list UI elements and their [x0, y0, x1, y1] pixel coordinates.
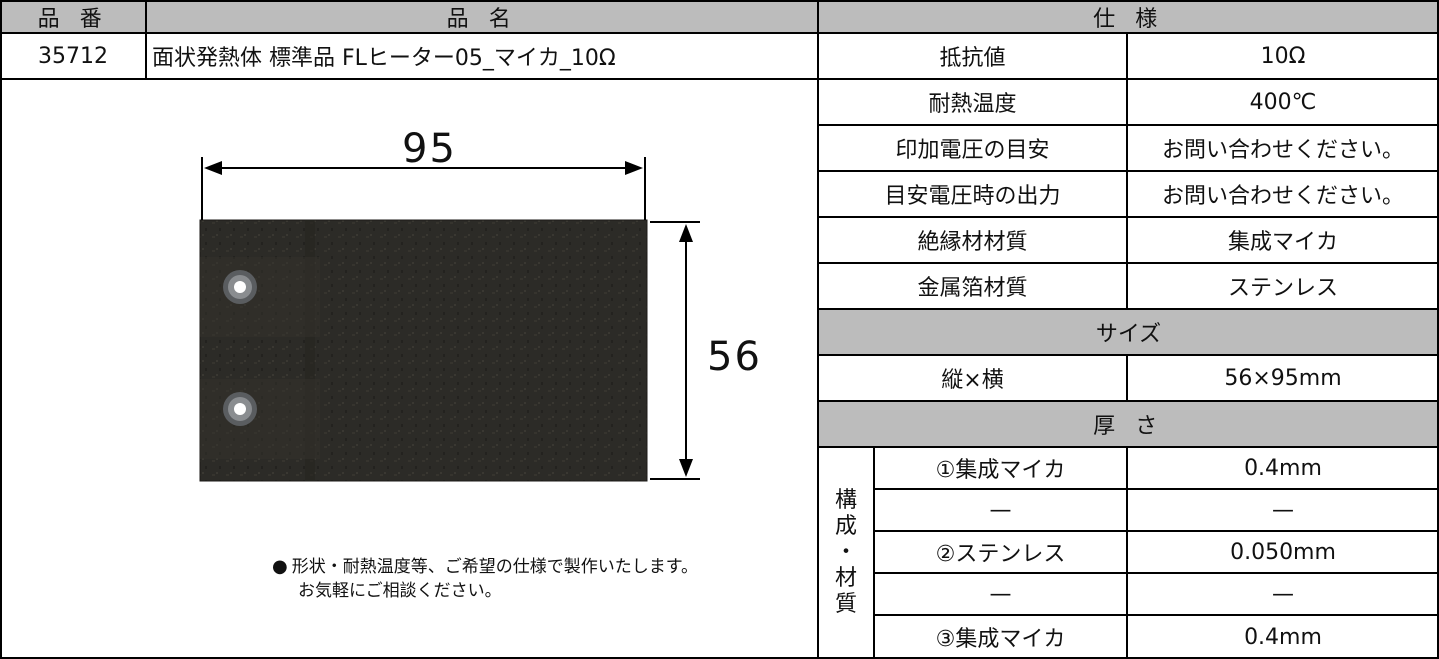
grid-line: [873, 447, 875, 659]
grid-line: [1126, 355, 1128, 401]
thickness-section-header: 厚 さ: [818, 401, 1439, 447]
grid-line: [817, 0, 819, 659]
layer-value: —: [1272, 581, 1294, 607]
terminal-hole-icon: [223, 392, 257, 426]
custom-order-note: ●形状・耐熱温度等、ご希望の仕様で製作いたします。 お気軽にご相談ください。: [272, 555, 698, 603]
grid-line: [818, 124, 1439, 126]
spec-value-foil: ステンレス: [1227, 276, 1338, 301]
spec-value-output: お問い合わせください。: [1161, 184, 1404, 209]
spec-value-insulation: 集成マイカ: [1227, 230, 1338, 255]
composition-char: 材: [834, 566, 857, 591]
header-specifications: 仕 様: [818, 0, 1439, 33]
layer-label: ③集成マイカ: [935, 627, 1066, 652]
grid-line: [818, 354, 1439, 356]
layer-value: —: [1272, 497, 1294, 523]
grid-line: [818, 262, 1439, 264]
note-line-1: 形状・耐熱温度等、ご希望の仕様で製作いたします。: [291, 557, 699, 577]
grid-line: [1437, 0, 1439, 659]
spec-value-applied-voltage: お問い合わせください。: [1161, 138, 1404, 163]
grid-line: [818, 216, 1439, 218]
grid-line: [818, 308, 1439, 310]
size-section-header: サイズ: [818, 309, 1439, 355]
grid-line: [874, 614, 1439, 616]
layer-label: ②ステンレス: [935, 542, 1066, 567]
grid-line: [818, 78, 1439, 80]
layer-value: 0.050mm: [1230, 539, 1336, 565]
header-part-number: 品 番: [0, 0, 146, 33]
height-dimension-line: [650, 221, 700, 480]
bullet-icon: ●: [272, 556, 288, 577]
grid-line: [0, 78, 818, 80]
composition-char: ・: [834, 540, 857, 565]
size-label: 縦×横: [941, 368, 1004, 393]
height-dimension-label: 56: [707, 334, 762, 380]
part-number-value: 35712: [38, 43, 108, 69]
spec-value-resistance: 10Ω: [1260, 43, 1306, 69]
composition-char: 質: [834, 592, 857, 617]
grid-line: [145, 0, 147, 79]
layer-value: 0.4mm: [1244, 624, 1322, 650]
grid-line: [1126, 33, 1128, 309]
grid-line: [818, 446, 1439, 448]
size-value: 56×95mm: [1224, 365, 1342, 391]
grid-line: [0, 0, 1439, 2]
layer-label: —: [989, 497, 1012, 523]
product-name-value: 面状発熱体 標準品 FLヒーター05_マイカ_10Ω: [152, 46, 616, 71]
grid-line: [874, 488, 1439, 490]
spec-label-resistance: 抵抗値: [939, 46, 1006, 71]
width-dimension-line: [201, 157, 646, 220]
grid-line: [818, 400, 1439, 402]
composition-char: 成: [834, 514, 857, 539]
heater-figure: [199, 157, 700, 482]
layer-value: 0.4mm: [1244, 455, 1322, 481]
terminal-hole-icon: [223, 270, 257, 304]
layer-label: ①集成マイカ: [935, 458, 1066, 483]
composition-char: 構: [834, 488, 857, 513]
composition-material-label: 構 成 ・ 材 質: [818, 447, 874, 659]
grid-line: [818, 170, 1439, 172]
grid-line: [874, 572, 1439, 574]
spec-label-heat-resistance: 耐熱温度: [928, 92, 1017, 117]
layer-label: —: [989, 581, 1012, 607]
grid-line: [0, 32, 1439, 34]
spec-label-foil: 金属箔材質: [917, 276, 1028, 301]
width-dimension-label: 95: [402, 126, 457, 172]
spec-label-applied-voltage: 印加電圧の目安: [895, 138, 1050, 163]
grid-line: [0, 0, 2, 659]
spec-label-output: 目安電圧時の出力: [884, 184, 1061, 209]
spec-value-heat-resistance: 400℃: [1249, 89, 1317, 115]
note-line-2: お気軽にご相談ください。: [298, 581, 502, 601]
grid-line: [1126, 447, 1128, 659]
grid-line: [874, 530, 1439, 532]
spec-label-insulation: 絶縁材材質: [917, 230, 1028, 255]
header-product-name: 品 名: [146, 0, 818, 33]
grid-line: [0, 657, 1439, 659]
heater-plate: [199, 219, 648, 482]
